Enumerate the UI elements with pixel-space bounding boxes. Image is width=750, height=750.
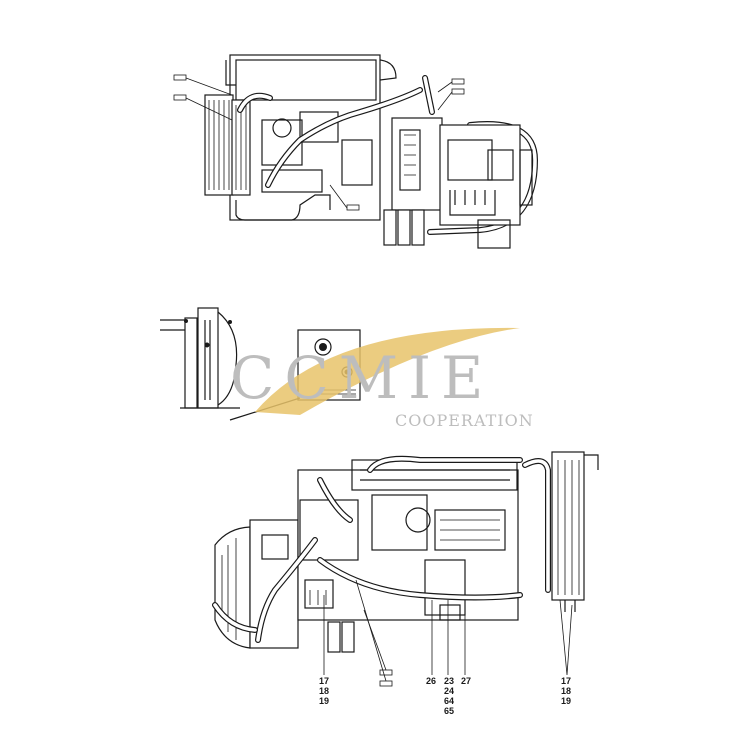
callout-17-right: 17 — [561, 676, 571, 686]
callout-18-right: 18 — [561, 686, 571, 696]
bottom-engine-view — [212, 451, 599, 687]
watermark: CCMIE COOPERATION — [230, 327, 534, 430]
callout-27: 27 — [461, 676, 471, 686]
watermark-sub: COOPERATION — [395, 411, 534, 430]
top-engine-view — [173, 54, 539, 249]
callout-23: 23 — [444, 676, 454, 686]
watermark-brand: CCMIE — [230, 344, 493, 412]
callout-64: 64 — [444, 696, 454, 706]
callout-17-left: 17 — [319, 676, 329, 686]
callout-19-right: 19 — [561, 696, 571, 706]
callout-18-left: 18 — [319, 686, 329, 696]
callout-65: 65 — [444, 706, 454, 716]
callout-19-left: 19 — [319, 696, 329, 706]
callout-24: 24 — [444, 686, 454, 696]
callout-labels: 17 18 19 26 23 24 64 65 27 17 18 19 — [319, 676, 571, 716]
callout-26: 26 — [426, 676, 436, 686]
watermark-swoosh — [255, 327, 520, 415]
